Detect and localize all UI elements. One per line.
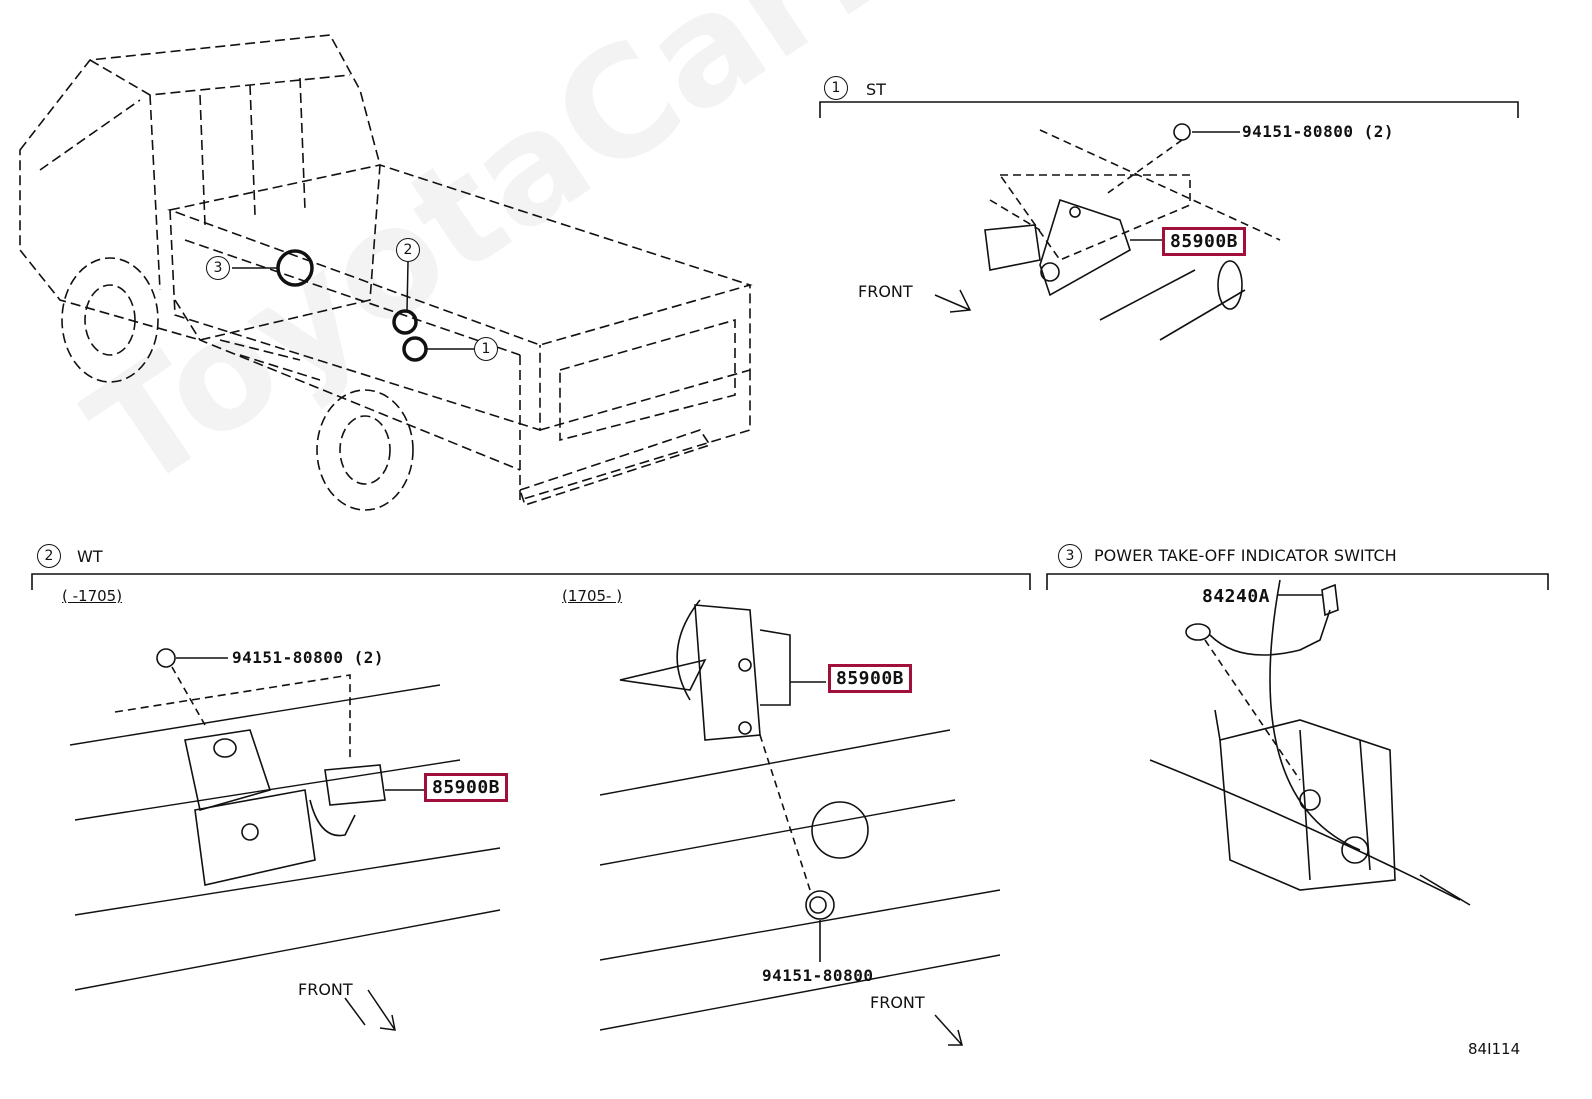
st-bolt-part-number[interactable]: 94151-80800 (2) [1242, 122, 1394, 141]
section-pto-number: 3 [1058, 544, 1082, 568]
wt-left-sensor-part-number[interactable]: 85900B [424, 773, 509, 802]
pto-switch-part-number[interactable]: 84240A [1202, 586, 1271, 607]
wt-right-bolt-part-number[interactable]: 94151-80800 [762, 966, 874, 985]
wt-left-front-label: FRONT [298, 980, 353, 999]
section-wt-bracket [31, 573, 1031, 590]
section-st-title: ST [866, 80, 886, 99]
callout-1[interactable]: 1 [474, 337, 498, 361]
section-pto-bracket [1046, 573, 1549, 590]
figure-code: 84I114 [1468, 1040, 1521, 1058]
wt-right-sensor-part-number[interactable]: 85900B [828, 664, 913, 693]
section-wt-title: WT [77, 547, 103, 566]
wt-left-range: ( -1705) [62, 587, 123, 605]
rear-wheel [316, 389, 414, 511]
callout-2[interactable]: 2 [396, 238, 420, 262]
wt-right-range: (1705- ) [562, 587, 623, 605]
section-pto-title: POWER TAKE-OFF INDICATOR SWITCH [1094, 546, 1397, 565]
st-sensor-part-number[interactable]: 85900B [1162, 227, 1247, 256]
wt-right-bolt [809, 896, 827, 914]
st-front-label: FRONT [858, 282, 913, 301]
section-st-bracket [819, 101, 1519, 118]
wt-left-bolt-part-number[interactable]: 94151-80800 (2) [232, 648, 384, 667]
pto-switch-assembly [1149, 579, 1471, 906]
pto-switch-connector [1185, 623, 1211, 641]
front-wheel [61, 257, 159, 383]
callout-3[interactable]: 3 [206, 256, 230, 280]
wt-right-sensor-assembly [599, 599, 1001, 1046]
st-sensor-assembly [934, 123, 1281, 341]
st-bolt [1173, 123, 1191, 141]
truck-illustration [19, 34, 753, 507]
wt-left-bolt [156, 648, 176, 668]
location-1-marker [402, 336, 428, 362]
wt-left-sensor-assembly [69, 648, 501, 1031]
location-2-marker [392, 309, 418, 335]
section-wt-number: 2 [37, 544, 61, 568]
section-st-number: 1 [824, 76, 848, 100]
wt-right-front-label: FRONT [870, 993, 925, 1012]
